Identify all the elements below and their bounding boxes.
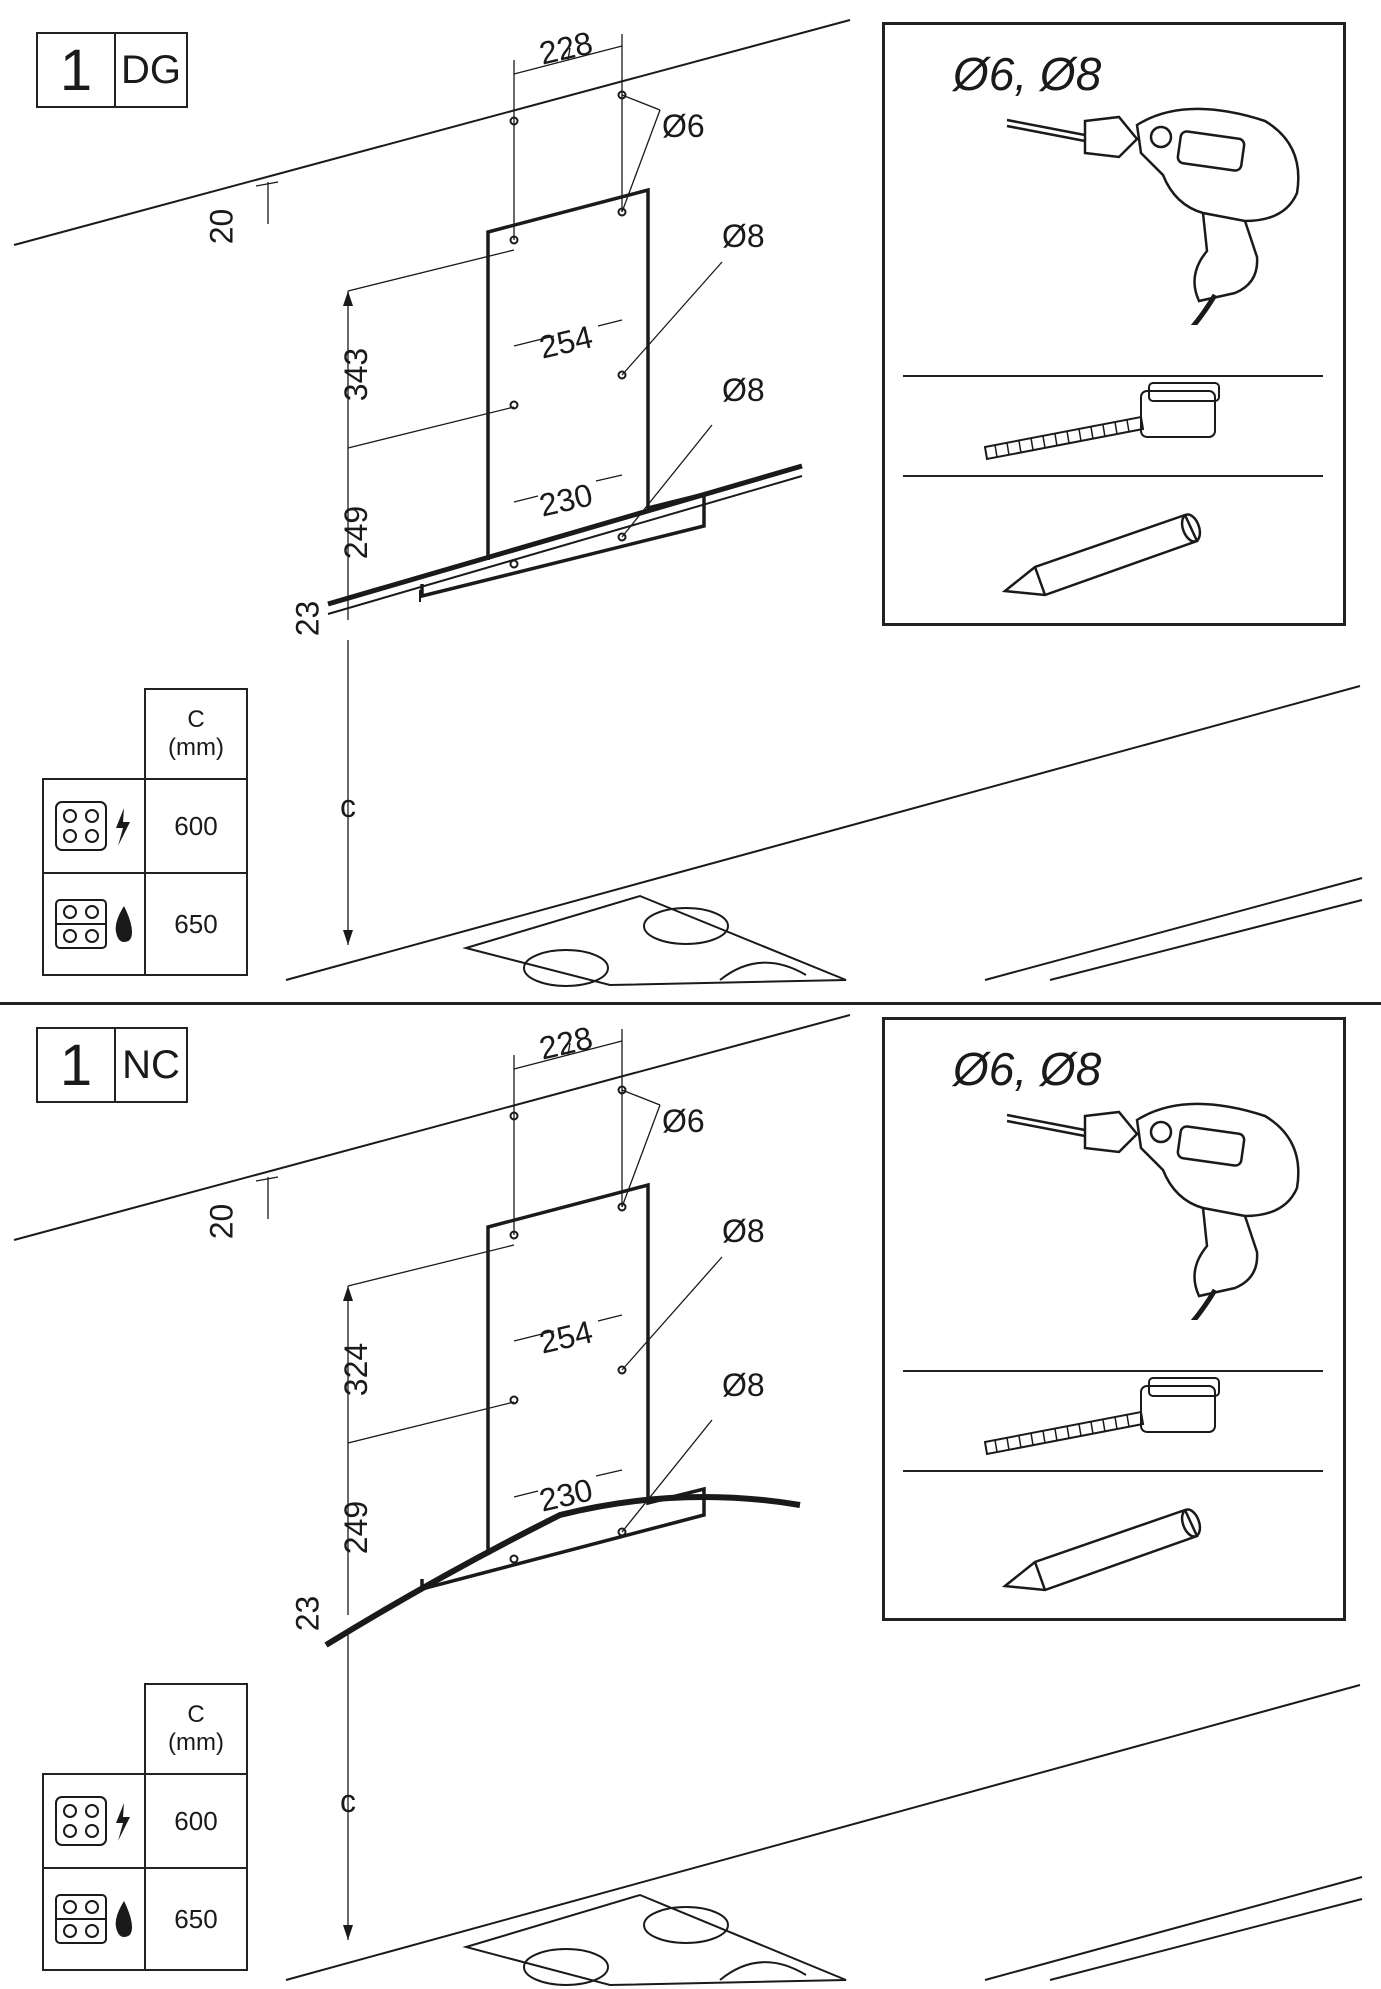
clearance-table: C(mm) 600 xyxy=(42,1683,250,1973)
clearance-table: C(mm) 600 xyxy=(42,688,250,978)
installation-panel-nc: 1 NC 228 20 254 230 324 249 23 c Ø6 Ø8 Ø… xyxy=(0,995,1381,1989)
pencil-icon xyxy=(1001,1508,1202,1592)
tools-separator xyxy=(903,1470,1323,1472)
pencil-icon xyxy=(1001,513,1202,597)
hole-label-low: Ø8 xyxy=(722,372,765,408)
dim-upper-height: 324 xyxy=(338,1342,375,1397)
dim-clearance: c xyxy=(340,788,356,824)
step-number: 1 xyxy=(38,34,116,106)
table-header-label: C xyxy=(187,1701,205,1728)
electric-hob-icon xyxy=(55,1796,130,1846)
lightning-icon xyxy=(116,1803,130,1841)
tape-measure-icon xyxy=(983,1377,1220,1456)
dim-lower-height: 249 xyxy=(338,505,375,560)
drill-icon xyxy=(1006,1102,1300,1320)
drill-icon xyxy=(1006,107,1300,325)
drill-bit-label: Ø6, Ø8 xyxy=(953,1043,1102,1095)
tools-box: Ø6, Ø8 xyxy=(882,22,1346,626)
hole-label-top: Ø6 xyxy=(662,1103,705,1139)
gas-hob-icon xyxy=(55,1894,132,1944)
hole-label-mid: Ø8 xyxy=(722,1213,765,1249)
table-header-unit: (mm) xyxy=(168,734,224,761)
table-header: C(mm) xyxy=(144,1683,248,1775)
table-row-electric-icon-cell xyxy=(42,778,146,874)
table-row-electric-icon-cell xyxy=(42,1773,146,1869)
tools-separator xyxy=(903,1370,1323,1372)
table-header-label: C xyxy=(187,706,205,733)
tools-separator xyxy=(903,475,1323,477)
tools-box: Ø6, Ø8 xyxy=(882,1017,1346,1621)
table-row-electric-value: 600 xyxy=(144,1773,248,1869)
hole-label-low: Ø8 xyxy=(722,1367,765,1403)
tape-measure-icon xyxy=(983,382,1220,461)
installation-panel-dg: 1 DG 228 20 254 230 343 249 23 c Ø6 Ø8 Ø… xyxy=(0,0,1381,994)
wall-drawing xyxy=(13,19,1363,987)
hole-label-top: Ø6 xyxy=(662,108,705,144)
step-indicator: 1 DG xyxy=(36,32,188,108)
table-row-gas-icon-cell xyxy=(42,1867,146,1971)
flame-icon xyxy=(115,1901,132,1937)
dim-upper-height: 343 xyxy=(338,347,375,402)
flame-icon xyxy=(115,906,132,942)
dim-bottom-offset: 23 xyxy=(289,1595,326,1632)
step-number: 1 xyxy=(38,1029,116,1101)
table-row-gas-icon-cell xyxy=(42,872,146,976)
dim-wall-offset: 20 xyxy=(203,1203,240,1240)
step-indicator: 1 NC xyxy=(36,1027,188,1103)
lightning-icon xyxy=(116,808,130,846)
dim-wall-offset: 20 xyxy=(203,208,240,245)
tools-separator xyxy=(903,375,1323,377)
table-row-gas-value: 650 xyxy=(144,1867,248,1971)
dim-clearance: c xyxy=(340,1783,356,1819)
dim-lower-height: 249 xyxy=(338,1500,375,1555)
model-code: NC xyxy=(122,1042,180,1087)
electric-hob-icon xyxy=(55,801,130,851)
table-row-electric-value: 600 xyxy=(144,778,248,874)
model-code: DG xyxy=(121,47,181,92)
hole-label-mid: Ø8 xyxy=(722,218,765,254)
table-header: C(mm) xyxy=(144,688,248,780)
drill-bit-label: Ø6, Ø8 xyxy=(953,48,1102,100)
gas-hob-icon xyxy=(55,899,132,949)
dim-bottom-offset: 23 xyxy=(289,600,326,637)
panel-divider xyxy=(0,1002,1381,1005)
table-row-gas-value: 650 xyxy=(144,872,248,976)
table-header-unit: (mm) xyxy=(168,1729,224,1756)
wall-drawing xyxy=(13,1014,1363,1987)
